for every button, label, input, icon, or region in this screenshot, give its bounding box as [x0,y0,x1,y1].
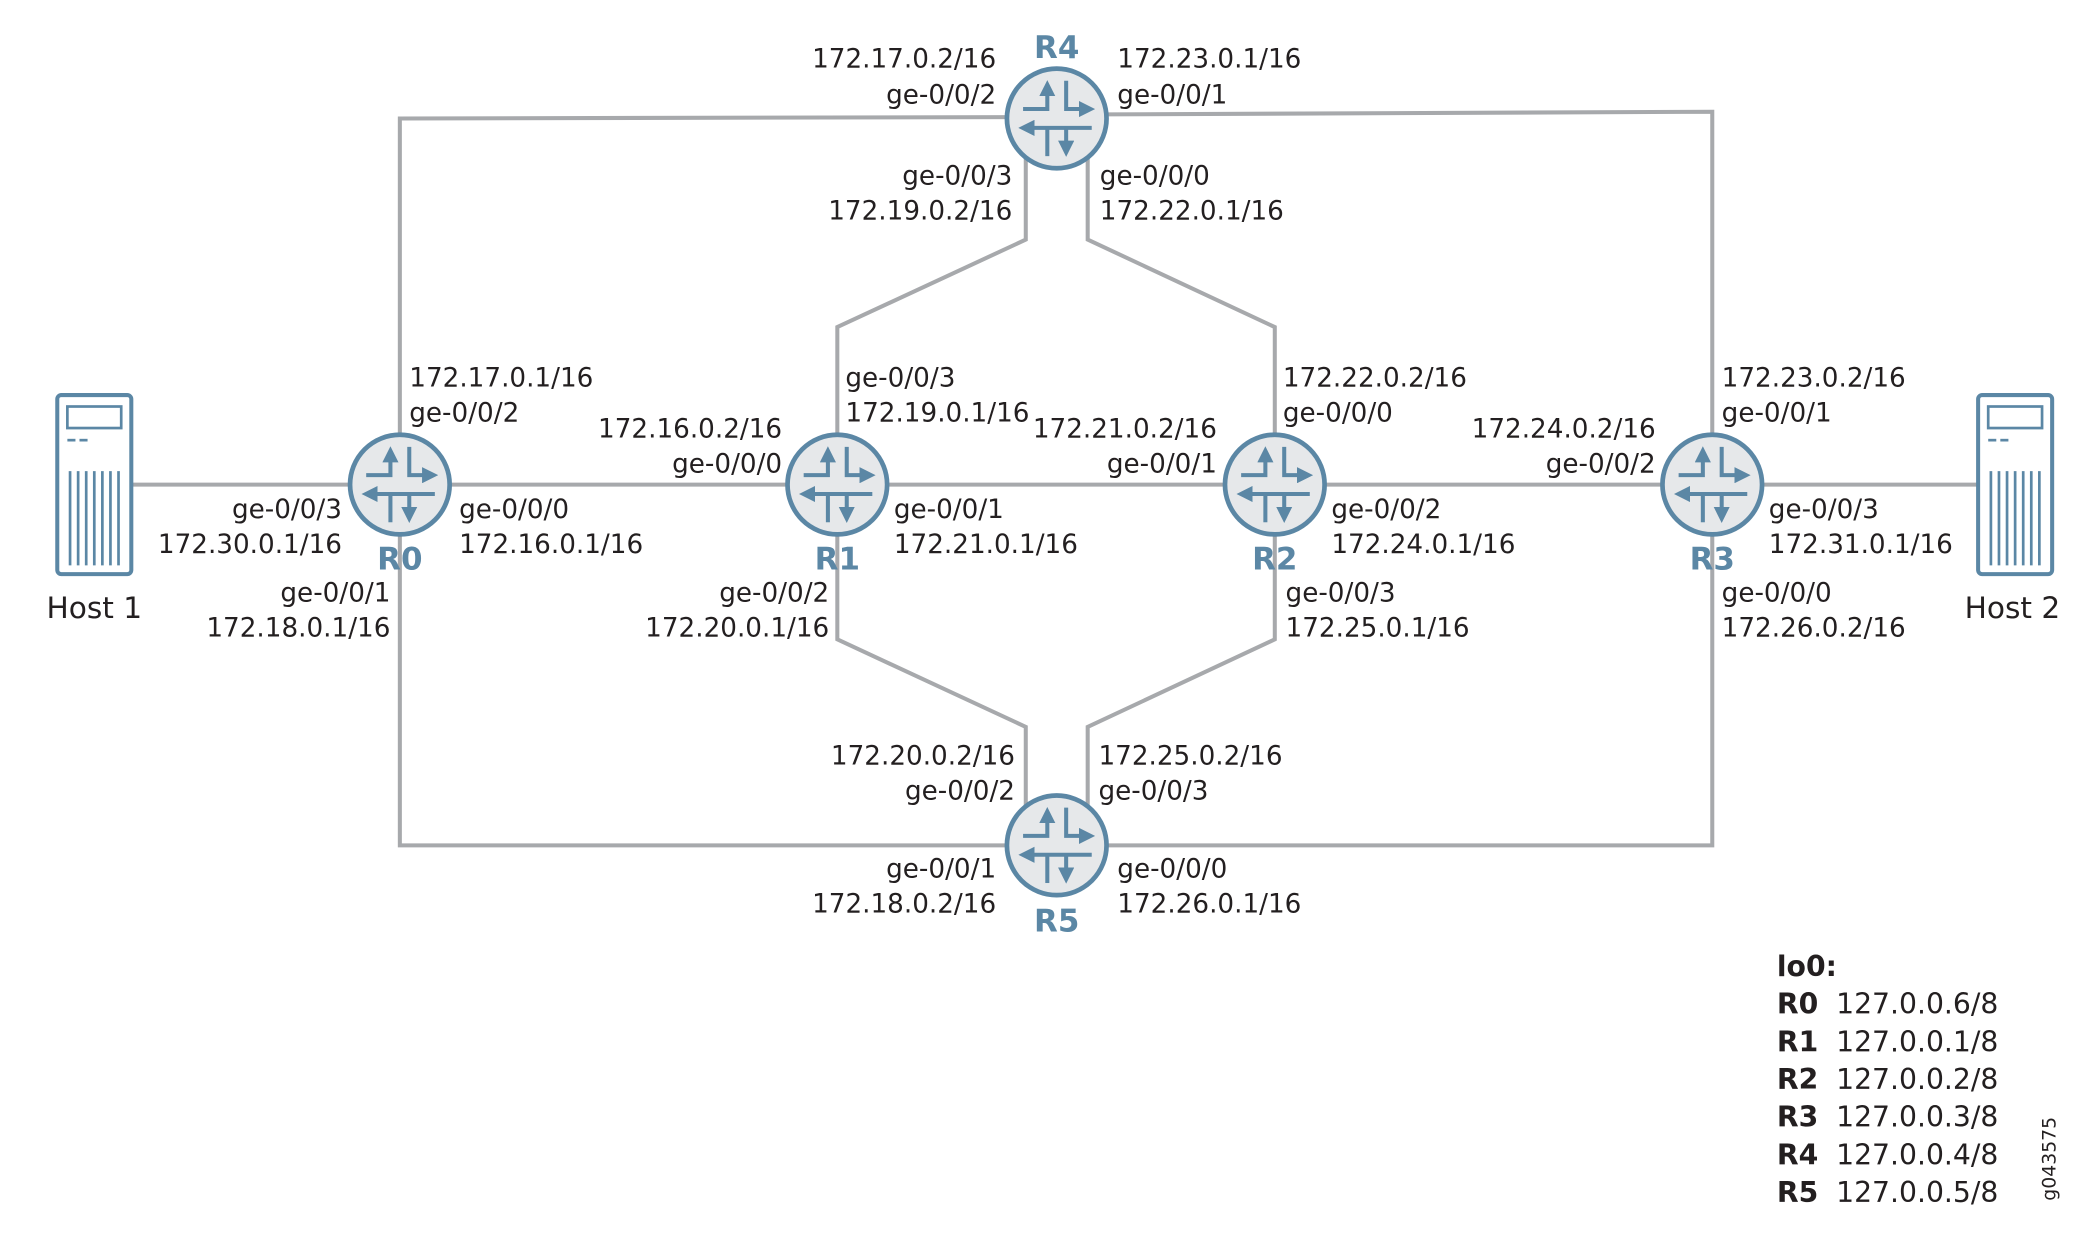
loopback-router: R2 [1777,1063,1818,1096]
link-r0-r4 [397,115,1010,437]
link-r4-r3 [1103,109,1715,437]
loopback-address: 127.0.0.6/8 [1836,988,1998,1021]
loopback-address: 127.0.0.3/8 [1836,1101,1998,1134]
link-r3-r5 [1103,533,1715,848]
router-r0-name: R0 [377,541,422,577]
router-r2-name: R2 [1252,541,1297,577]
loopback-address: 127.0.0.4/8 [1836,1138,1998,1171]
router-r3-icon [1662,435,1762,535]
router-r0-icon [350,435,450,535]
router-r5-name: R5 [1034,903,1079,939]
loopback-router: R3 [1777,1101,1818,1134]
host1-label: Host 1 [46,591,142,625]
link-r2-r5 [1085,533,1277,805]
figure-id: g043575 [2040,1117,2061,1201]
loopback-legend: lo0: R0 127.0.0.6/8 R1 127.0.0.1/8 R2 12… [1777,950,1999,1209]
links [131,109,1978,848]
router-r1-icon [788,435,888,535]
link-r0-r5 [397,533,1010,848]
router-r2-icon [1225,435,1325,535]
link-r4-r1 [835,158,1028,437]
host1-server-icon [57,395,131,574]
router-r4-name: R4 [1034,30,1079,66]
host2-server-icon [1978,395,2052,574]
loopback-router: R1 [1777,1025,1818,1058]
loopback-address: 127.0.0.5/8 [1836,1176,1998,1209]
loopback-address: 127.0.0.2/8 [1836,1063,1998,1096]
link-r1-r5 [835,533,1028,805]
loopback-title: lo0: [1777,950,1837,983]
router-r4-icon [1007,69,1107,169]
host2-label: Host 2 [1965,591,2061,625]
router-r5-icon [1007,796,1107,896]
router-r1-name: R1 [815,541,860,577]
loopback-router: R5 [1777,1176,1818,1209]
loopback-router: R0 [1777,988,1818,1021]
loopback-address: 127.0.0.1/8 [1836,1025,1998,1058]
loopback-router: R4 [1777,1138,1818,1171]
link-r4-r2 [1085,158,1277,437]
router-r3-name: R3 [1690,541,1735,577]
